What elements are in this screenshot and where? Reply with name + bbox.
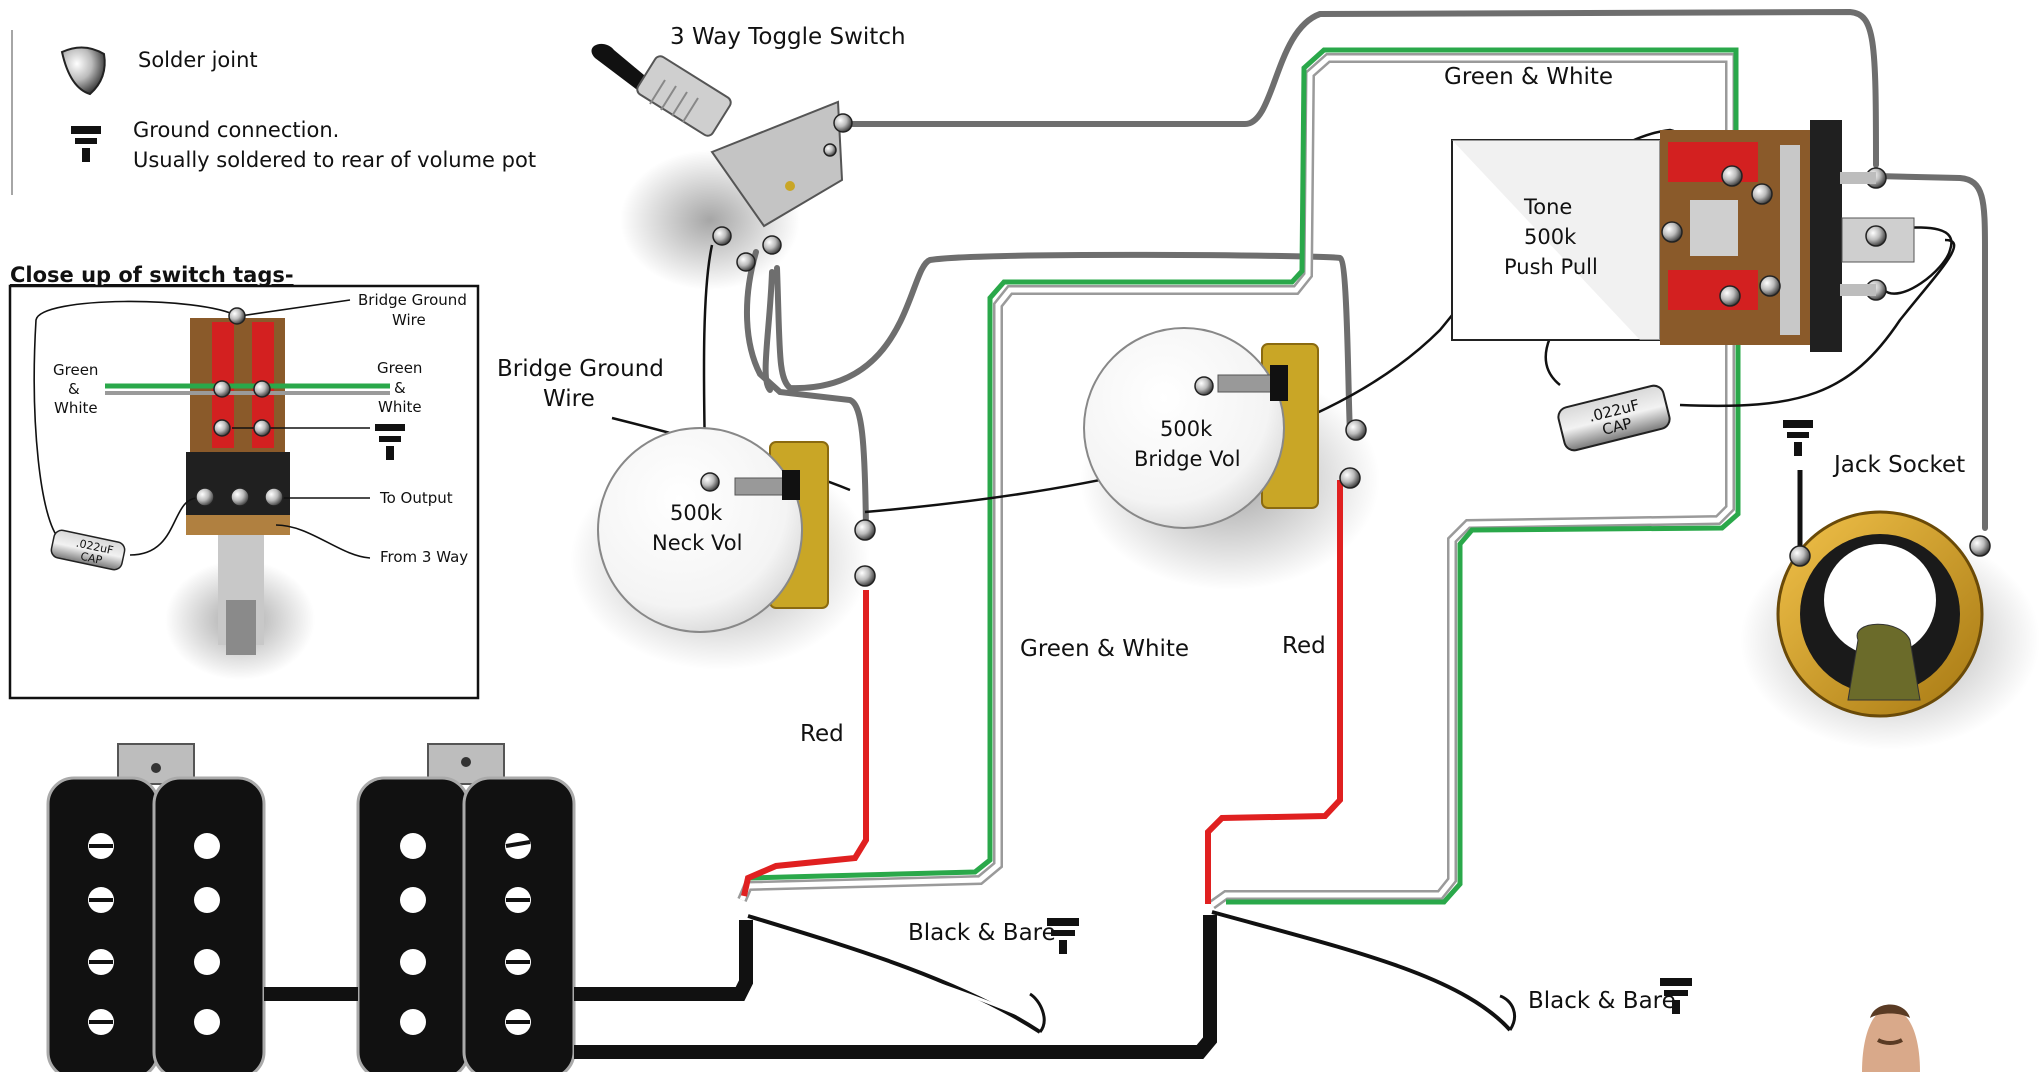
neck-humbucker — [46, 743, 266, 1072]
inset-from-3way: From 3 Way — [380, 548, 468, 566]
ground-icon-black-bare-2 — [1660, 978, 1692, 1014]
inset-title: Close up of switch tags- — [10, 263, 294, 287]
inset-to-output: To Output — [379, 489, 453, 507]
legend-solder-label: Solder joint — [138, 48, 258, 72]
jack-socket — [1776, 420, 1991, 718]
tone-l1: Tone — [1523, 195, 1572, 219]
tone-l3: Push Pull — [1504, 255, 1598, 279]
jack-socket-label: Jack Socket — [1832, 452, 1965, 478]
red-wires — [741, 480, 1343, 904]
green-white-label-mid: Green & White — [1020, 636, 1189, 662]
inset-bridge-ground-l1: Bridge Ground — [358, 291, 467, 309]
bridge-ground-label-l2: Wire — [543, 386, 595, 412]
inset-left-green-l2: & — [68, 380, 80, 398]
inset-right-green-l1: Green — [377, 359, 422, 377]
inset-right-green-l2: & — [394, 379, 406, 397]
bridge-vol-l2: Bridge Vol — [1134, 447, 1241, 471]
inset-left-green-l3: White — [54, 399, 98, 417]
inset-ground-icon — [375, 424, 405, 460]
bridge-ground-label-l1: Bridge Ground — [497, 356, 664, 382]
portrait-image — [1862, 1004, 1920, 1072]
green-white-label-top: Green & White — [1444, 64, 1613, 90]
ground-icon-black-bare-1 — [1047, 918, 1079, 954]
legend-ground-line2: Usually soldered to rear of volume pot — [133, 148, 536, 172]
three-way-toggle-switch — [591, 43, 853, 272]
capacitor: .022uF CAP — [1557, 384, 1671, 452]
inset-left-green-l1: Green — [53, 361, 98, 379]
jack-ground-icon — [1783, 420, 1813, 456]
neck-vol-l2: Neck Vol — [652, 531, 742, 555]
inset-bridge-ground-l2: Wire — [392, 311, 426, 329]
tone-push-pull-pot: Tone 500k Push Pull — [1451, 120, 1915, 352]
inset-cap-l2: CAP — [79, 550, 103, 567]
legend: Solder joint Ground connection. Usually … — [11, 30, 536, 195]
bridge-vol-l1: 500k — [1160, 417, 1213, 441]
red-label-right: Red — [1282, 633, 1326, 659]
neck-vol-l1: 500k — [670, 501, 723, 525]
black-bare-label-2: Black & Bare — [1528, 988, 1676, 1014]
black-bare-label-1: Black & Bare — [908, 920, 1056, 946]
inset-right-green-l3: White — [378, 398, 422, 416]
neck-volume-pot: 500k Neck Vol — [597, 427, 876, 633]
switch-inset: Close up of switch tags- .022uF — [8, 263, 480, 700]
green-white-wires — [737, 47, 1741, 910]
gray-wires — [743, 8, 1988, 533]
legend-ground-line1: Ground connection. — [133, 118, 339, 142]
ground-icon — [71, 126, 101, 162]
bridge-humbucker — [356, 743, 576, 1072]
bridge-volume-pot: 500k Bridge Vol — [1083, 327, 1367, 529]
solder-joint-icon — [60, 46, 106, 96]
black-bare-wires — [264, 910, 1516, 1059]
red-label-left: Red — [800, 721, 844, 747]
tone-l2: 500k — [1524, 225, 1577, 249]
toggle-switch-label: 3 Way Toggle Switch — [670, 24, 906, 50]
